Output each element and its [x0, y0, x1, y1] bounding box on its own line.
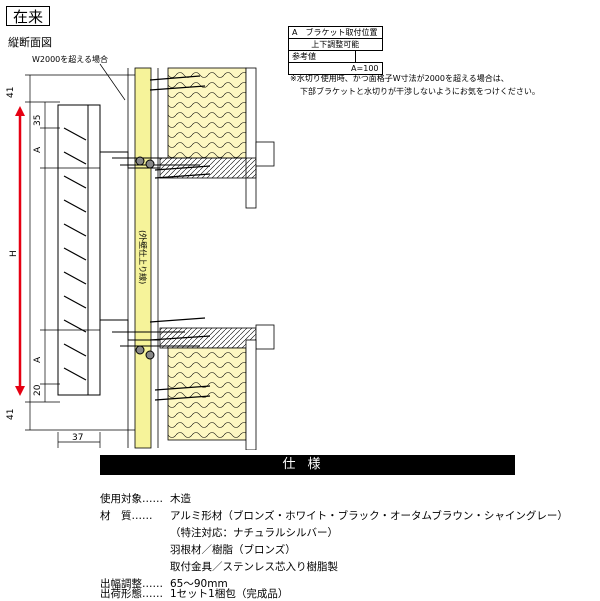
note-table-row3-value: A=100 [288, 62, 383, 75]
spec-target-value: 木造 [170, 493, 191, 505]
drawing-subtitle: 縦断面図 [8, 36, 52, 49]
dim-37: 37 [72, 433, 83, 443]
note-table: A ブラケット取付位置 上下調整可能 参考値 A=100 [288, 26, 383, 75]
tag-box: 在来 [6, 6, 50, 26]
dim-a-top: A [33, 146, 43, 153]
spec-target-label: 使用対象…… [100, 493, 163, 505]
dim-20: 20 [33, 384, 43, 396]
spec-material-label: 材 質…… [100, 510, 153, 522]
w2000-label: W2000を超える場合 [32, 54, 108, 64]
spec-width-label: 出幅調整…… [100, 578, 163, 590]
spec-ship-value: 1セット1梱包（完成品） [170, 588, 289, 600]
lower-wall-block [159, 324, 275, 450]
upper-wall-block [159, 67, 275, 209]
dimension-lines [25, 63, 135, 448]
spec-title-band: 仕様 [100, 455, 515, 475]
spec-material-line2: （特注対応：ナチュラルシルバー） [170, 527, 338, 539]
spec-ship-label: 出荷形態…… [100, 588, 163, 600]
dim-41-bottom: 41 [6, 409, 16, 420]
note-line-2: 下部ブラケットと水切りが干渉しないようにお気をつけください。 [300, 87, 540, 96]
lower-bracket [100, 319, 200, 360]
dim-a-bottom: A [33, 356, 43, 363]
lattice-frame [57, 104, 101, 396]
lower-screws [149, 317, 211, 401]
upper-screws [149, 75, 211, 179]
spec-width-value: 65〜90mm [170, 578, 228, 590]
upper-bracket [100, 151, 200, 169]
note-line-1: ※水切り使用時、かつ面格子W寸法が2000を超える場合は、 [290, 74, 509, 83]
height-arrow [15, 106, 25, 396]
wall-finish-label: (外壁仕上り線) [138, 230, 148, 284]
spec-material-line3: 羽根材／樹脂（ブロンズ） [170, 544, 296, 556]
dim-35: 35 [33, 115, 43, 126]
louver-blades [63, 127, 87, 381]
note-table-row2: 上下調整可能 [288, 38, 383, 51]
spec-material-line1: アルミ形材（ブロンズ・ホワイト・ブラック・オータムブラウン・シャイングレー） [170, 510, 568, 522]
note-table-row1: A ブラケット取付位置 [288, 26, 383, 39]
section-drawing: 41 35 A H A 20 41 37 W2000を超える場合 (外壁仕上り線… [6, 54, 275, 450]
dim-41-top: 41 [6, 87, 16, 98]
dim-h: H [9, 250, 19, 257]
spec-material-line4: 取付金具／ステンレス芯入り樹脂製 [170, 561, 338, 573]
